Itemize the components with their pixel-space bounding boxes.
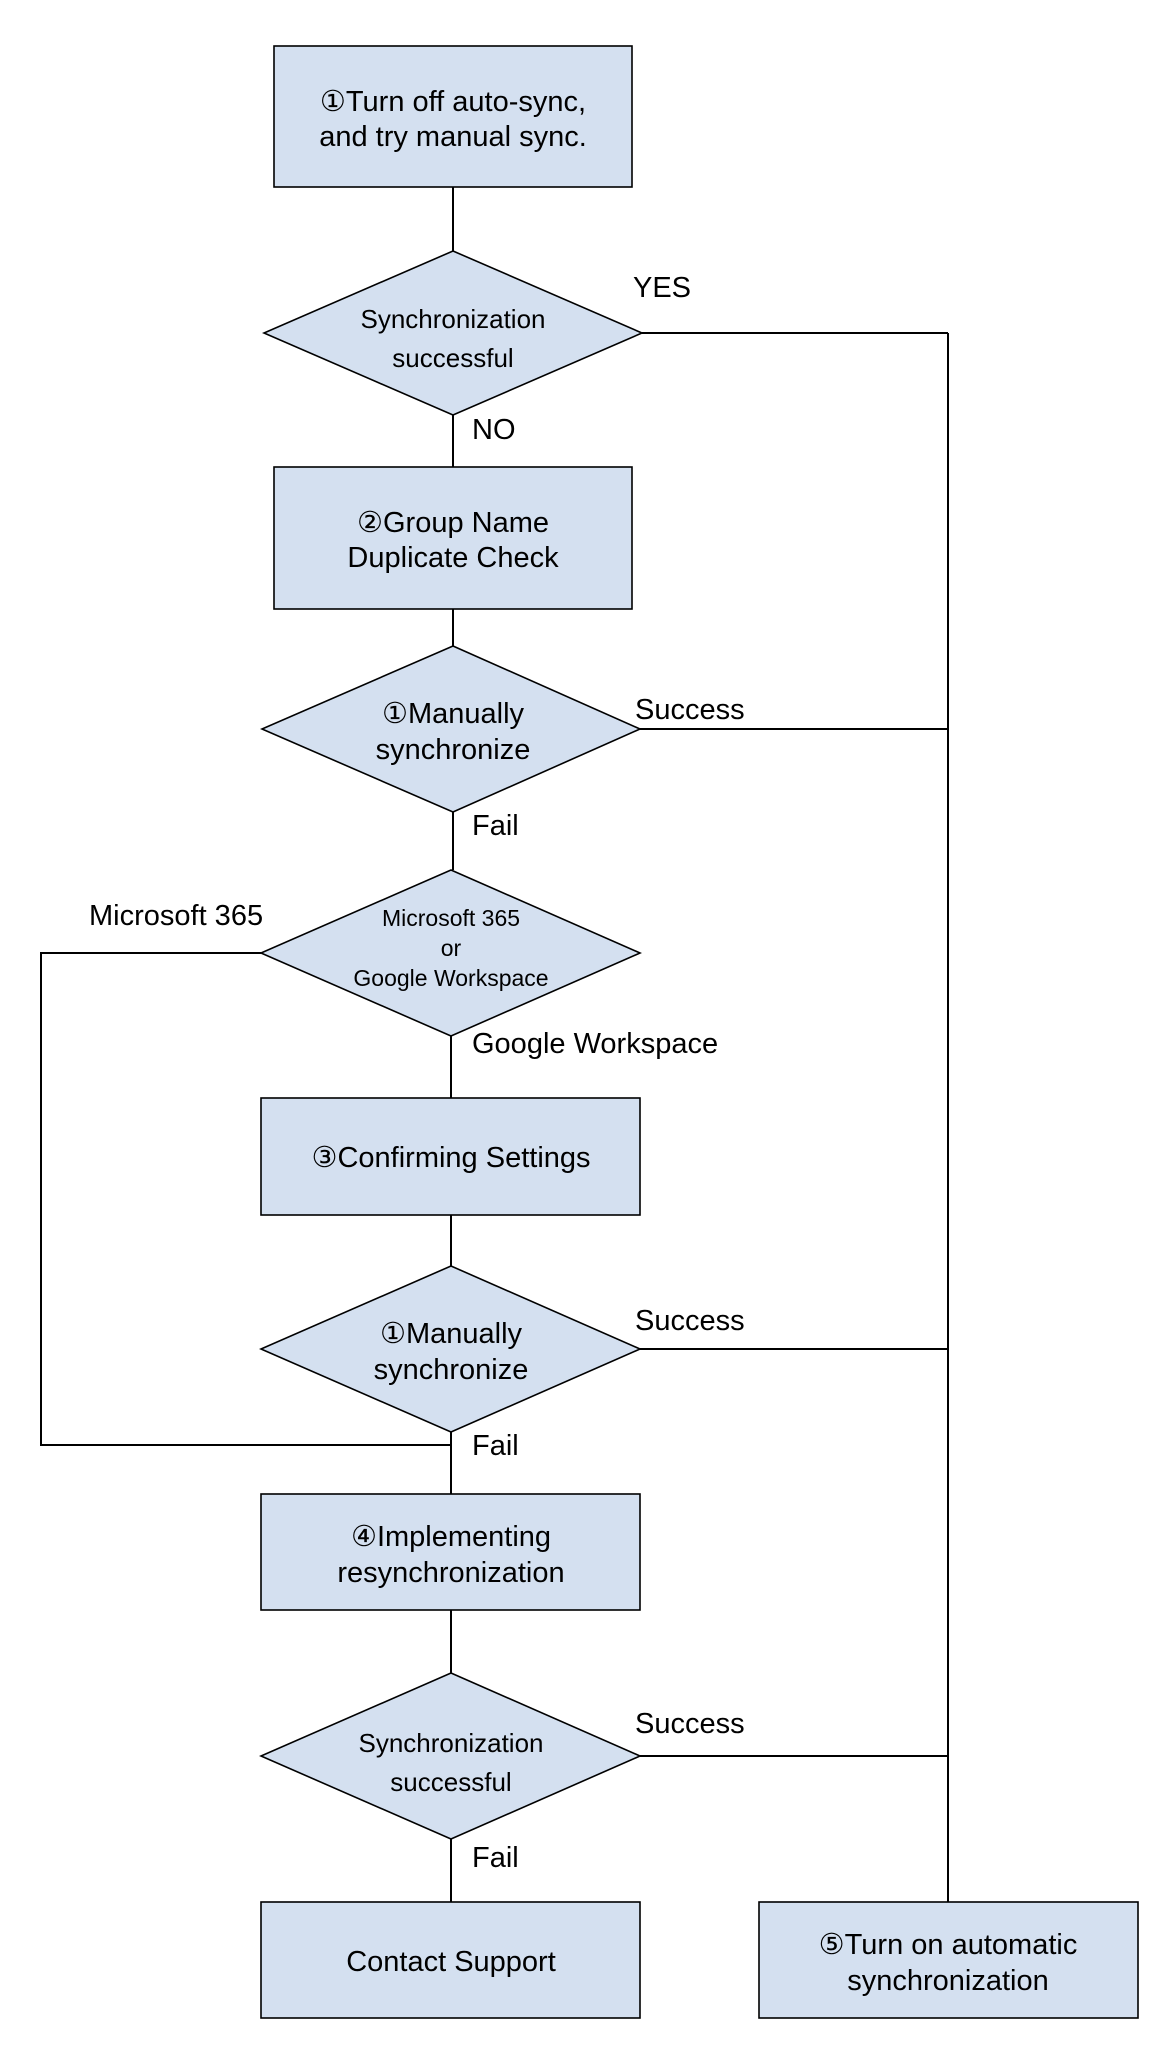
step2-box: ②Group Name Duplicate Check	[273, 466, 633, 610]
edge-label-d4-fail: Fail	[472, 1430, 519, 1462]
step4-box: ④Implementing resynchronization	[260, 1493, 641, 1611]
decision1-label: successful	[392, 343, 513, 373]
step3-box: ③Confirming Settings	[260, 1097, 641, 1216]
edge-labels: YES NO Success Fail Microsoft 365 Google…	[89, 272, 745, 1874]
connector-decision3-microsoft	[40, 952, 451, 1446]
decision4-label: ①Manually	[380, 1318, 523, 1350]
decision3-label: Google Workspace	[353, 965, 548, 991]
step3-label: ③Confirming Settings	[311, 1142, 590, 1174]
step4-label: resynchronization	[337, 1557, 564, 1589]
decision5-label: Synchronization	[359, 1728, 544, 1758]
step5-label: synchronization	[847, 1965, 1049, 1997]
decision3-label: Microsoft 365	[382, 905, 520, 931]
decision4-diamond: ①Manually synchronize	[259, 1265, 642, 1433]
decision5-diamond: Synchronization successful	[259, 1672, 642, 1840]
step2-label: Duplicate Check	[347, 542, 559, 574]
decision2-diamond: ①Manually synchronize	[259, 645, 642, 813]
decision3-diamond: Microsoft 365 or Google Workspace	[259, 869, 642, 1037]
edge-label-d3-google: Google Workspace	[472, 1028, 718, 1060]
edge-label-d5-fail: Fail	[472, 1842, 519, 1874]
step4-label: ④Implementing	[351, 1521, 551, 1553]
edge-label-d1-no: NO	[472, 414, 516, 446]
step5-label: ⑤Turn on automatic	[819, 1929, 1078, 1961]
edge-label-d1-yes: YES	[633, 272, 691, 304]
decision1-label: Synchronization	[361, 304, 546, 334]
decision2-label: synchronize	[376, 734, 531, 766]
decision5-label: successful	[390, 1767, 511, 1797]
decision2-label: ①Manually	[382, 698, 525, 730]
edge-label-d3-microsoft: Microsoft 365	[89, 900, 263, 932]
decision3-label: or	[441, 935, 462, 961]
step1-box: ①Turn off auto-sync, and try manual sync…	[273, 45, 633, 188]
decision1-diamond: Synchronization successful	[261, 250, 645, 416]
connectors	[40, 187, 949, 1902]
edge-label-d4-success: Success	[635, 1305, 745, 1337]
edge-label-d2-fail: Fail	[472, 810, 519, 842]
contact-support-box: Contact Support	[260, 1901, 641, 2019]
step1-label: ①Turn off auto-sync,	[320, 86, 586, 118]
edge-label-d2-success: Success	[635, 694, 745, 726]
step2-label: ②Group Name	[357, 507, 549, 539]
step5-box: ⑤Turn on automatic synchronization	[758, 1901, 1139, 2019]
contact-support-label: Contact Support	[346, 1946, 556, 1978]
decision4-label: synchronize	[374, 1354, 529, 1386]
step1-label: and try manual sync.	[319, 121, 587, 153]
edge-label-d5-success: Success	[635, 1708, 745, 1740]
